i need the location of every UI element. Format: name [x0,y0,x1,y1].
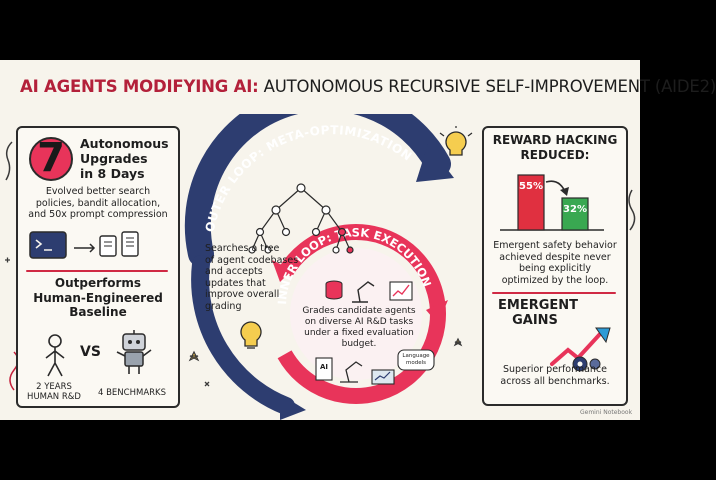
lightbulb-icon-2 [439,126,473,156]
infographic: AI AGENTS MODIFYING AI: AUTONOMOUS RECUR… [0,60,716,420]
outperforms-heading: Outperforms Human-Engineered Baseline [22,276,174,320]
bubble-line: models [406,359,426,366]
robot-icon [116,330,152,374]
ai-document-icon [315,357,333,381]
emergent-gains-title: EMERGENT GAINS [498,298,588,328]
bar-after [561,197,589,231]
reward-title-line: REWARD HACKING [492,133,618,147]
outer-loop-lower-arrowhead [280,394,306,420]
page-title: AI AGENTS MODIFYING AI: AUTONOMOUS RECUR… [20,77,716,96]
lightbulb-icon [240,321,262,349]
title-emphasis: AI AGENTS MODIFYING AI: [20,77,259,96]
inner-loop-arrowhead-2 [272,260,292,282]
ai-doc-label: AI [320,363,329,371]
evolved-line: Evolved better search [45,186,151,197]
inner-desc-line: budget. [341,339,377,349]
evolved-line: policies, bandit allocation, [35,197,161,209]
bar-after-label: 32% [563,204,587,215]
inner-desc-line: under a fixed evaluation [304,328,414,338]
outperforms-line: Baseline [69,305,127,319]
inner-loop-arrowhead [426,300,448,324]
robot-caption: 4 BENCHMARKS [97,388,167,398]
watermark: Gemini Notebook [580,409,633,416]
language-models-label: Language models [398,353,434,366]
growth-chart-icon [389,281,413,301]
human-caption: 2 YEARS HUMAN R&D [26,382,82,402]
reward-desc: Emergent safety behavior achieved despit… [486,240,624,286]
outer-desc-line: of agent codebases [205,254,299,266]
outer-loop-arrowhead [416,144,454,182]
loops-diagram: OUTER LOOP: META-OPTIMIZATION INNER LOOP… [184,114,454,420]
left-panel: 7 Autonomous Upgrades in 8 Days Evolved … [16,126,180,408]
title-rest: AUTONOMOUS RECURSIVE SELF-IMPROVEMENT (A… [263,77,716,96]
database-icon [325,280,343,300]
bubble-line: Language [402,353,430,359]
inner-loop-desc: Grades candidate agents on diverse AI R&… [300,306,418,350]
upgrades-line: Upgrades [80,151,148,166]
growth-gears-icon [550,327,611,372]
evolved-line: and 50x prompt compression [28,209,168,220]
outperforms-line: Outperforms [54,276,142,290]
outer-desc-line: and accepts [205,266,263,277]
outer-loop-desc: Searches a tree of agent codebases and a… [205,243,305,312]
robot-arm-icon-2 [340,361,363,383]
human-stick-figure-icon [45,334,65,377]
vs-label: VS [80,344,101,360]
search-tree-icon [248,183,354,254]
outer-desc-line: grading [205,300,242,312]
emergent-title-line: EMERGENT [498,298,579,313]
outer-loop-lower-arc [191,255,295,415]
outer-desc-line: updates that [205,277,266,289]
inner-desc-line: Grades candidate agents [302,306,416,316]
emergent-desc-line: Superior performance [502,364,608,375]
reward-hacking-title: REWARD HACKING REDUCED: [486,133,624,162]
bar-before-label: 55% [519,181,543,192]
code-window-icon [29,231,139,259]
reward-title-line: REDUCED: [520,147,590,162]
speech-bubble-icon [397,349,435,371]
divider [492,292,616,294]
upgrade-count: 7 [37,135,65,181]
evolved-desc: Evolved better search policies, bandit a… [22,186,174,221]
inner-loop-fill [290,248,422,380]
outer-loop-arc [184,114,451,267]
reward-hacking-chart: 55% 32% [500,174,604,231]
emergent-desc-line: across all benchmarks. [500,375,610,387]
reward-desc-line: Emergent safety behavior [493,240,617,251]
robot-arm-icon [352,281,375,303]
human-caption-line: HUMAN R&D [27,392,81,402]
reward-desc-line: being explicitly [518,263,592,274]
outer-desc-line: Searches a tree [205,243,280,254]
reward-desc-line: optimized by the loop. [501,274,609,286]
upgrades-line: in 8 Days [80,166,145,181]
inner-desc-line: on diverse AI R&D tasks [304,317,414,327]
emergent-desc: Superior performance across all benchmar… [486,364,624,387]
emergent-title-line: GAINS [512,313,558,328]
reward-desc-line: achieved despite never [499,251,611,263]
outperforms-line: Human-Engineered [33,290,163,305]
monitor-icon [371,369,395,385]
upgrades-line: Autonomous [80,136,169,151]
bar-before [517,174,545,231]
outer-desc-line: improve overall [205,289,280,300]
divider [26,270,168,272]
upgrades-heading: Autonomous Upgrades in 8 Days [80,136,176,181]
right-panel: REWARD HACKING REDUCED: 55% 32% Emergent… [482,126,628,406]
number-badge [29,137,73,181]
human-caption-line: 2 YEARS [36,382,72,392]
